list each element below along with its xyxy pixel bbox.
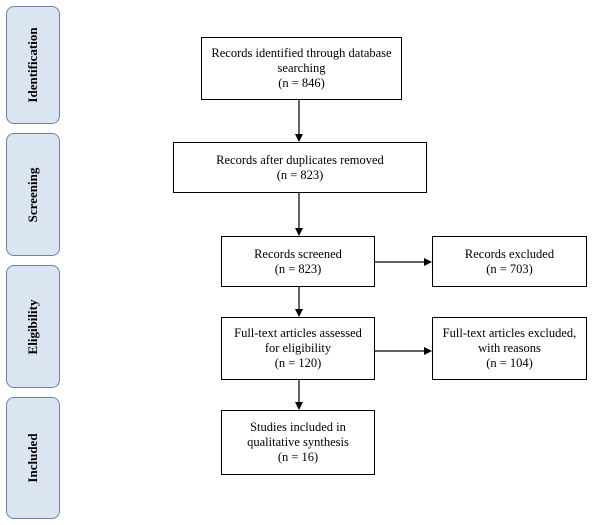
box-count: (n = 846) — [278, 76, 325, 90]
fulltext-assessed-box: Full-text articles assessed for eligibil… — [221, 317, 375, 380]
box-count: (n = 703) — [486, 261, 533, 276]
box-count: (n = 16) — [277, 450, 319, 464]
records-identified-box: Records identified through database sear… — [201, 37, 402, 100]
box-text-line: Records excluded — [464, 246, 555, 261]
records-excluded-box: Records excluded (n = 703) — [432, 236, 587, 287]
box-text-line: qualitative synthesis — [247, 435, 349, 449]
box-count: (n = 823) — [276, 167, 324, 182]
box-count: (n = 120) — [274, 356, 322, 370]
box-text-line: Records identified through database — [211, 46, 392, 60]
studies-included-box: Studies included in qualitative synthesi… — [221, 410, 375, 475]
box-text-line: Records after duplicates removed — [216, 152, 384, 167]
records-screened-box: Records screened (n = 823) — [221, 236, 375, 287]
stage-eligibility: Eligibility — [6, 265, 60, 388]
box-text-line: Full-text articles excluded, — [442, 326, 577, 340]
box-text-line: Full-text articles assessed — [234, 326, 362, 340]
fulltext-excluded-box: Full-text articles excluded, with reason… — [432, 317, 587, 380]
records-deduplicated-box: Records after duplicates removed (n = 82… — [173, 142, 427, 193]
box-text-line: searching — [277, 61, 326, 75]
stage-identification: Identification — [6, 6, 60, 124]
box-text-line: Studies included in — [250, 420, 346, 434]
box-text-line: with reasons — [478, 341, 541, 355]
box-text-line: Records screened — [254, 246, 342, 261]
stage-included: Included — [6, 397, 60, 519]
box-count: (n = 104) — [486, 356, 533, 370]
stage-screening: Screening — [6, 133, 60, 256]
box-count: (n = 823) — [274, 261, 322, 276]
box-text-line: for eligibility — [264, 341, 332, 355]
